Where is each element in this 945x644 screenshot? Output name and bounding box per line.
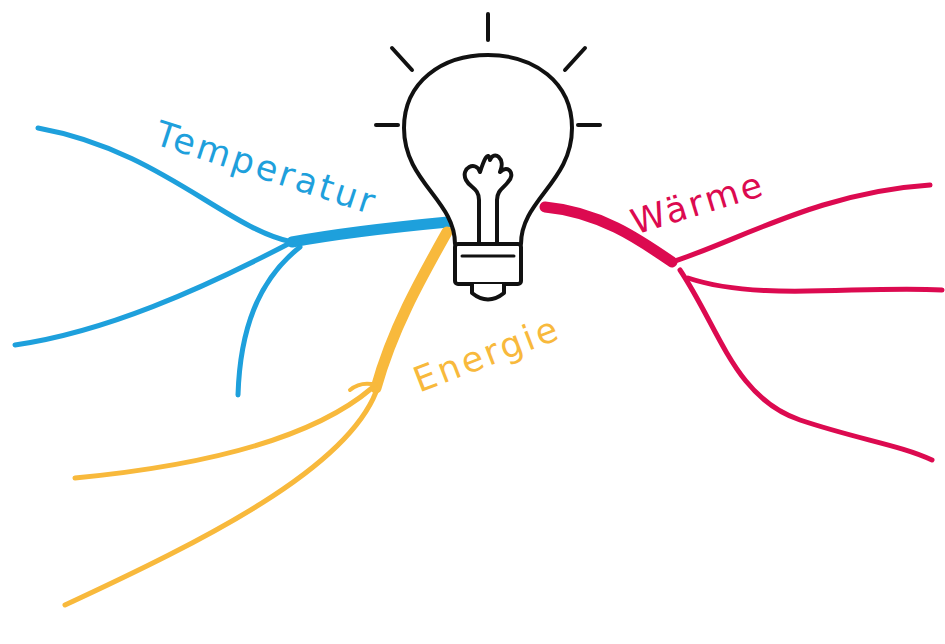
bulb-glass	[404, 55, 572, 244]
light-ray	[486, 14, 490, 40]
filament	[465, 156, 512, 244]
bulb-socket	[455, 244, 521, 284]
bulb-cap	[472, 284, 504, 300]
light-ray	[392, 48, 412, 70]
branch-label: Temperatur	[151, 116, 381, 221]
sub-branch	[65, 392, 376, 605]
light-ray	[565, 48, 585, 70]
sub-branch	[75, 388, 372, 478]
sub-branch	[680, 270, 932, 460]
sub-branch	[688, 278, 942, 291]
socket-thread	[462, 255, 514, 258]
light-ray	[578, 123, 600, 127]
main-branch	[292, 222, 448, 242]
branch-label: Wärme	[627, 166, 769, 240]
energy-branch	[65, 232, 447, 605]
branches	[15, 128, 942, 605]
sub-branch	[15, 242, 292, 345]
lightbulb-icon	[376, 14, 600, 300]
sub-branch	[350, 384, 376, 390]
branch-label: Energie	[409, 310, 565, 398]
sub-branch	[238, 247, 300, 395]
light-ray	[376, 123, 398, 127]
heat-branch	[545, 185, 942, 460]
